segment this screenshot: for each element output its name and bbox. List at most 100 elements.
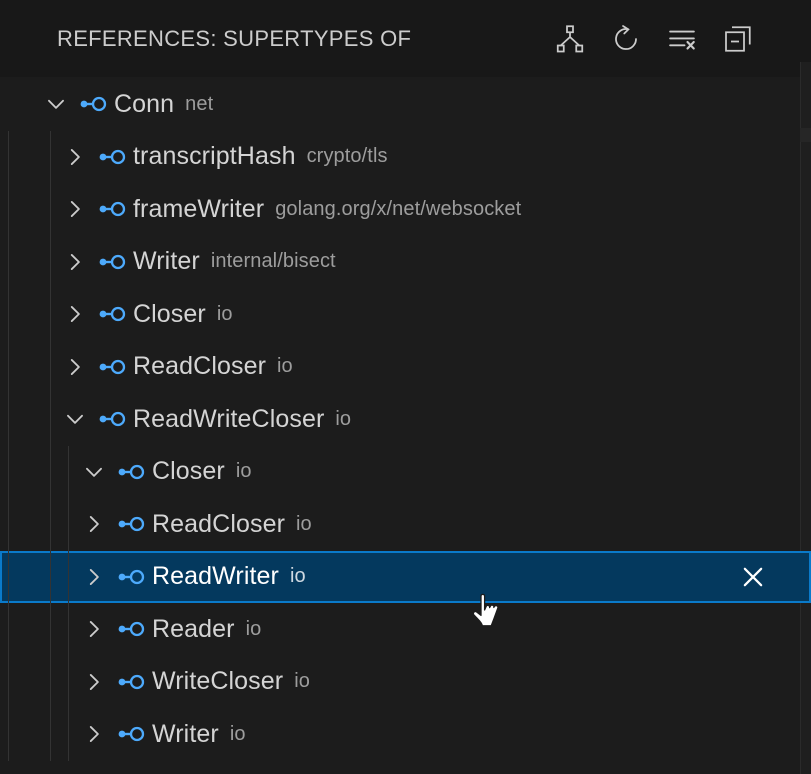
tree-row-label: Conn bbox=[114, 89, 175, 118]
tree-row-label: WriteCloser bbox=[152, 667, 284, 696]
tree-row-description: io bbox=[216, 302, 233, 325]
tree-row[interactable]: ReadWriteCloser io bbox=[0, 393, 811, 446]
tree-row-description: io bbox=[289, 565, 306, 588]
indent-guide bbox=[8, 340, 9, 393]
tree-row-label: Writer bbox=[133, 247, 200, 276]
indent-guide bbox=[68, 445, 69, 498]
panel-title: REFERENCES: SUPERTYPES OF bbox=[57, 25, 412, 51]
indent-guide bbox=[8, 183, 9, 236]
indent-guide bbox=[50, 550, 51, 603]
chevron-right-icon[interactable] bbox=[76, 669, 112, 695]
indent-guide bbox=[68, 498, 69, 551]
indent-guide bbox=[50, 183, 51, 236]
indent-guide bbox=[8, 393, 9, 446]
tree-row[interactable]: Writer io bbox=[0, 708, 811, 761]
interface-symbol-icon bbox=[93, 148, 133, 166]
editor-edge-top bbox=[800, 0, 811, 62]
indent-guide bbox=[68, 603, 69, 656]
chevron-down-icon[interactable] bbox=[76, 459, 112, 485]
indent-guide bbox=[50, 655, 51, 708]
tree-row[interactable]: WriteCloser io bbox=[0, 655, 811, 708]
indent-guide bbox=[50, 393, 51, 446]
interface-symbol-icon bbox=[112, 515, 152, 533]
indent-guide bbox=[8, 603, 9, 656]
refresh-icon[interactable] bbox=[609, 22, 643, 56]
tree-row-description: io bbox=[229, 722, 246, 745]
indent-guide bbox=[8, 655, 9, 708]
indent-guide bbox=[50, 235, 51, 288]
collapse-all-icon[interactable] bbox=[721, 22, 755, 56]
editor-edge-strip bbox=[800, 0, 811, 774]
interface-symbol-icon bbox=[93, 200, 133, 218]
interface-symbol-icon bbox=[93, 358, 133, 376]
tree-row-description: io bbox=[245, 617, 262, 640]
tree-row-label: frameWriter bbox=[133, 194, 265, 223]
interface-symbol-icon bbox=[112, 725, 152, 743]
tree-row-label: ReadWriteCloser bbox=[133, 404, 325, 433]
indent-guide bbox=[68, 708, 69, 761]
tree-row-description: io bbox=[294, 670, 310, 693]
panel-header: REFERENCES: SUPERTYPES OF bbox=[0, 0, 811, 78]
indent-guide bbox=[50, 603, 51, 656]
indent-guide bbox=[50, 288, 51, 341]
tree-row-description: net bbox=[185, 92, 214, 115]
tree-row-description: internal/bisect bbox=[210, 250, 336, 273]
show-type-hierarchy-icon[interactable] bbox=[553, 22, 587, 56]
indent-guide bbox=[8, 130, 9, 183]
tree-row[interactable]: Reader io bbox=[0, 603, 811, 656]
indent-guide bbox=[8, 708, 9, 761]
tree-row-label: Writer bbox=[152, 719, 219, 748]
tree-row-label: ReadCloser bbox=[133, 352, 267, 381]
tree-row-label: Reader bbox=[152, 614, 235, 643]
chevron-right-icon[interactable] bbox=[57, 196, 93, 222]
tree-row[interactable]: Closer io bbox=[0, 445, 811, 498]
interface-symbol-icon bbox=[112, 673, 152, 691]
tree-row[interactable]: frameWriter golang.org/x/net/websocket bbox=[0, 183, 811, 236]
tree-row-description: crypto/tls bbox=[306, 145, 388, 168]
chevron-right-icon[interactable] bbox=[57, 144, 93, 170]
panel-toolbar bbox=[553, 22, 791, 56]
clear-all-icon[interactable] bbox=[665, 22, 699, 56]
tree-row-description: io bbox=[277, 355, 293, 378]
tree-row-label: Closer bbox=[152, 457, 225, 486]
interface-symbol-icon bbox=[93, 253, 133, 271]
interface-symbol-icon bbox=[112, 620, 152, 638]
indent-guide bbox=[50, 130, 51, 183]
close-icon[interactable] bbox=[738, 562, 768, 592]
interface-symbol-icon bbox=[112, 568, 152, 586]
indent-guide bbox=[68, 655, 69, 708]
interface-symbol-icon bbox=[93, 305, 133, 323]
indent-guide bbox=[8, 235, 9, 288]
chevron-down-icon[interactable] bbox=[38, 91, 74, 117]
indent-guide bbox=[8, 550, 9, 603]
indent-guide bbox=[50, 340, 51, 393]
chevron-right-icon[interactable] bbox=[76, 721, 112, 747]
chevron-right-icon[interactable] bbox=[57, 354, 93, 380]
indent-guide bbox=[50, 498, 51, 551]
tree-row[interactable]: ReadCloser io bbox=[0, 340, 811, 393]
interface-symbol-icon bbox=[93, 410, 133, 428]
chevron-right-icon[interactable] bbox=[57, 249, 93, 275]
chevron-right-icon[interactable] bbox=[76, 511, 112, 537]
tree-row-description: io bbox=[335, 407, 352, 430]
tree-row-label: ReadWriter bbox=[152, 562, 279, 591]
interface-symbol-icon bbox=[74, 95, 114, 113]
tree-row[interactable]: ReadWriter io bbox=[0, 550, 811, 603]
interface-symbol-icon bbox=[112, 463, 152, 481]
tree-row-description: io bbox=[235, 460, 252, 483]
chevron-right-icon[interactable] bbox=[76, 616, 112, 642]
chevron-down-icon[interactable] bbox=[57, 406, 93, 432]
tree-row-label: ReadCloser bbox=[152, 509, 286, 538]
editor-edge-band bbox=[800, 128, 811, 142]
indent-guide bbox=[8, 498, 9, 551]
tree-row-description: golang.org/x/net/websocket bbox=[275, 197, 522, 220]
chevron-right-icon[interactable] bbox=[76, 564, 112, 590]
tree-row[interactable]: Writer internal/bisect bbox=[0, 235, 811, 288]
chevron-right-icon[interactable] bbox=[57, 301, 93, 327]
